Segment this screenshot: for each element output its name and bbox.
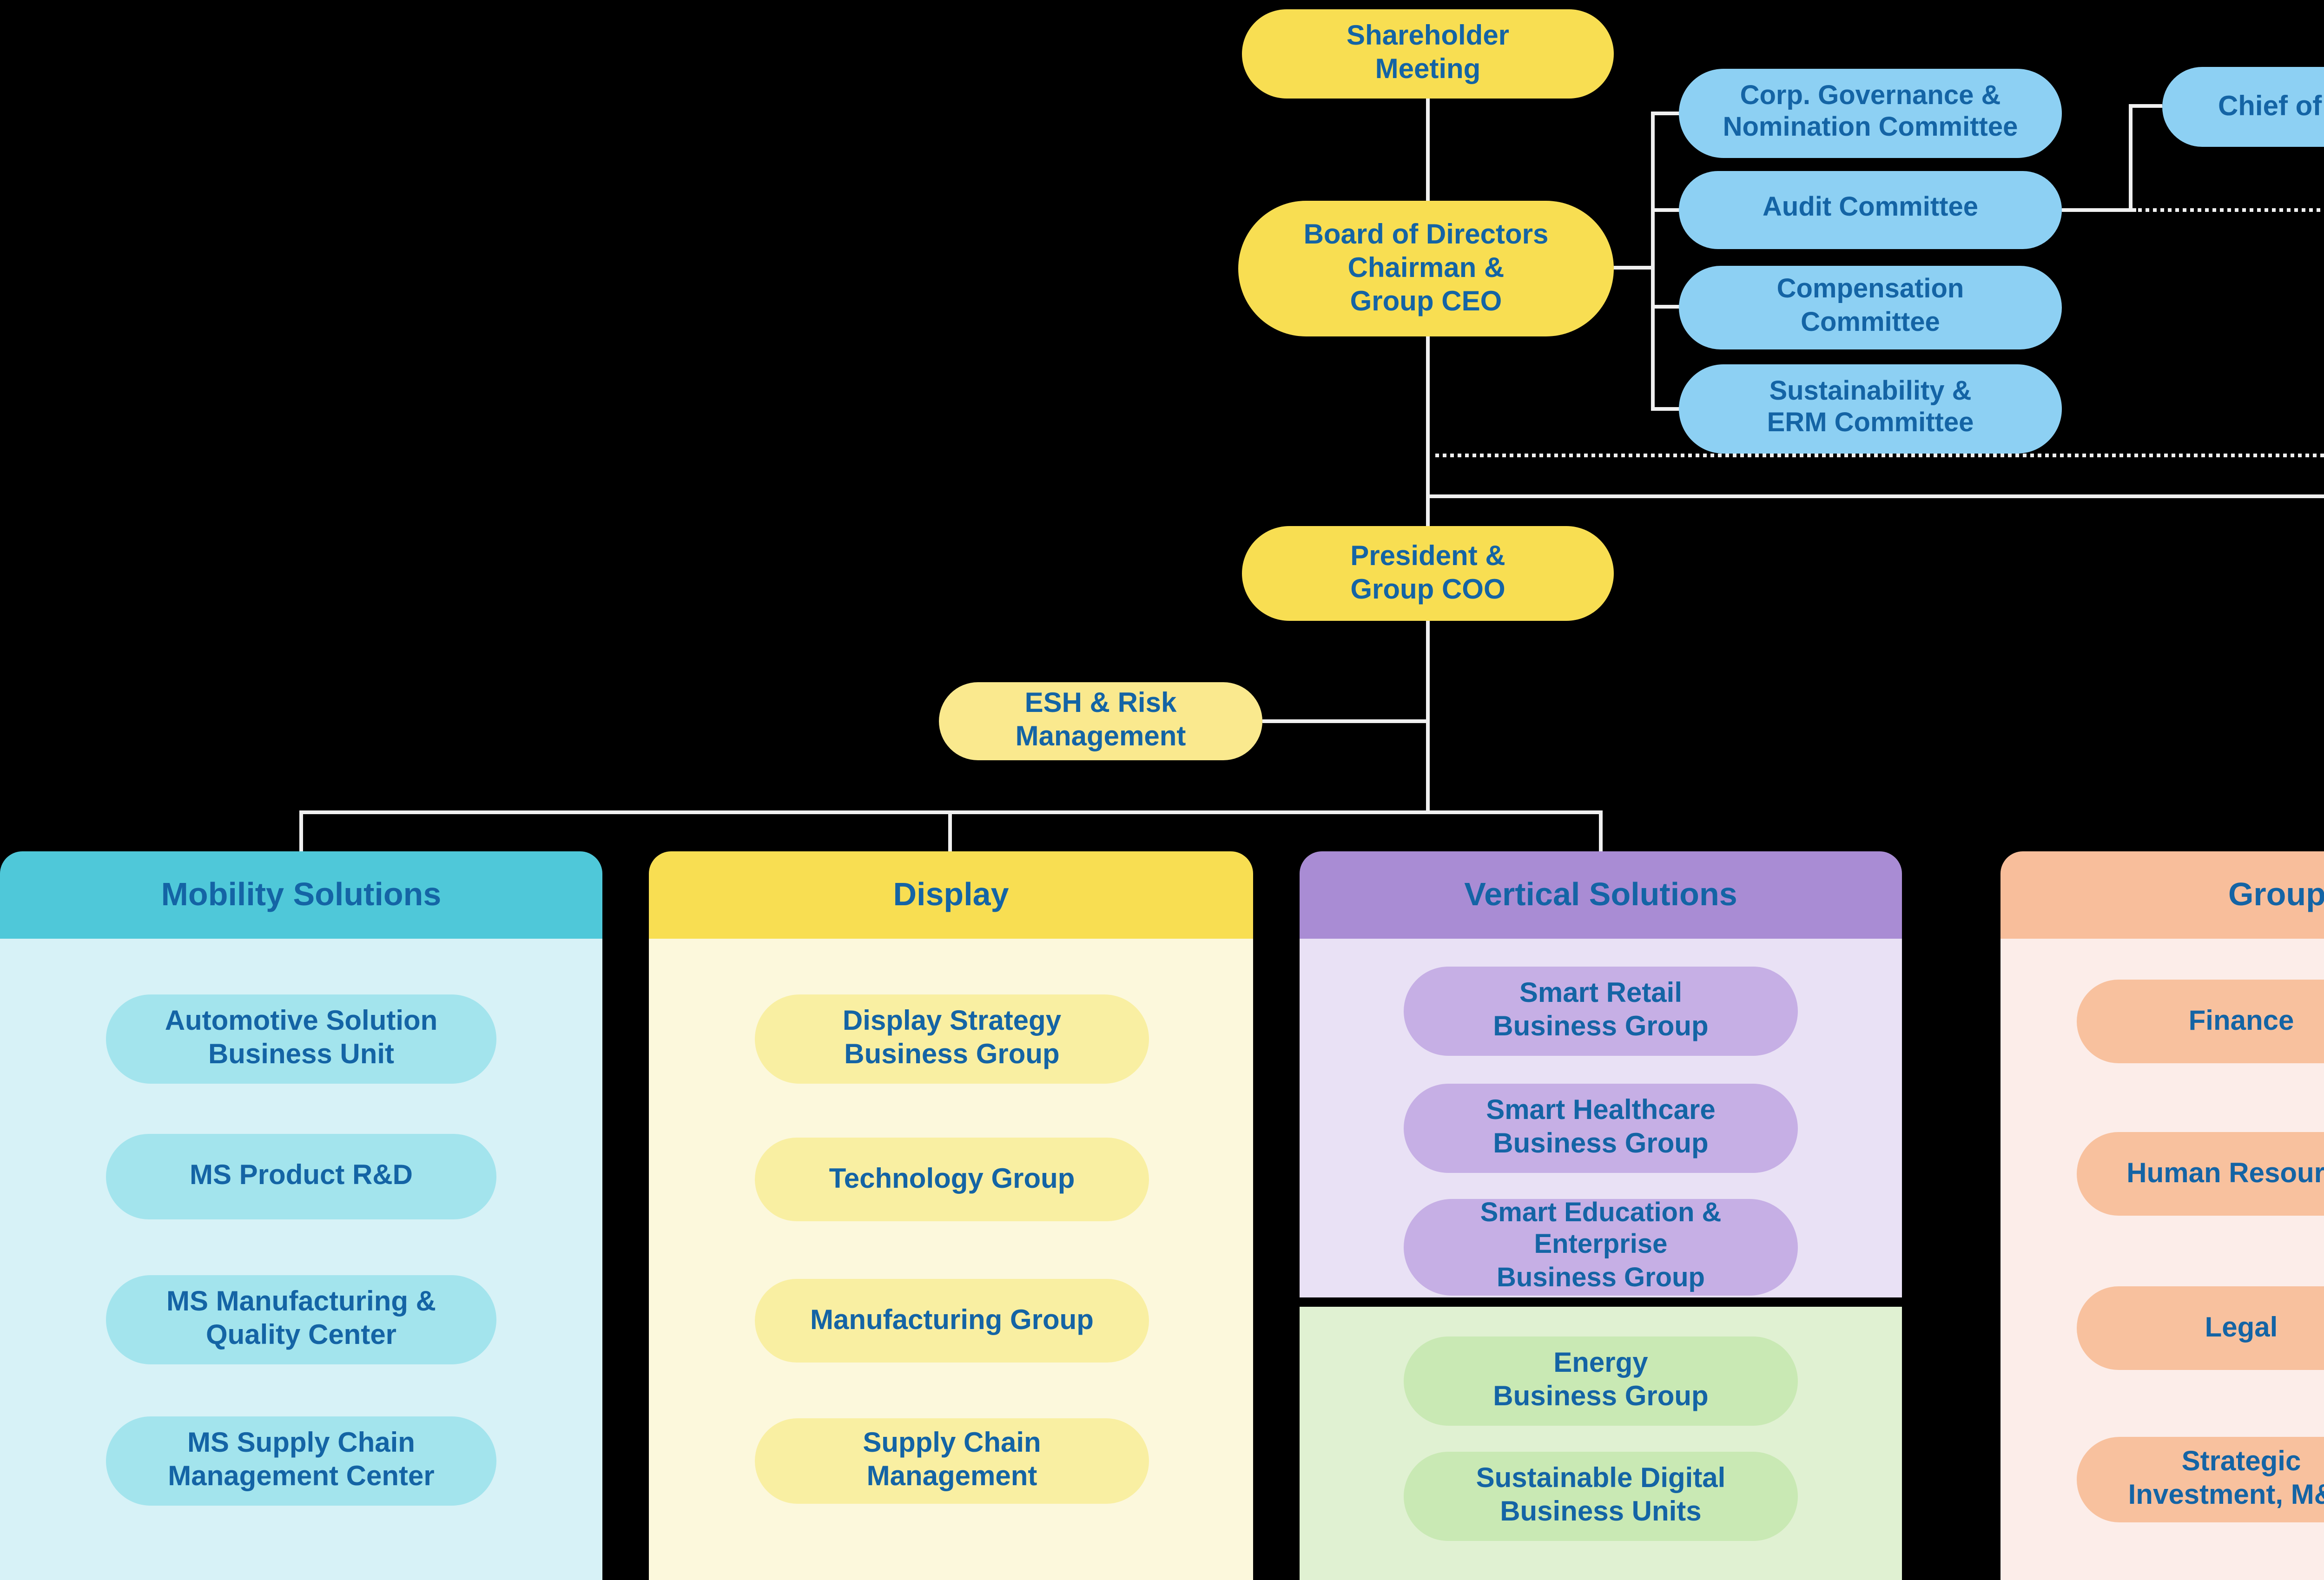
column-header-mobility-solutions: Mobility Solutions <box>0 851 602 939</box>
node-chief-of-compliance: Chief of Compliance <box>2162 67 2324 147</box>
connector-esh <box>1262 719 1426 723</box>
connector-audit-compliance-h1 <box>2062 208 2133 212</box>
org-unit-smart-healthcare: Smart Healthcare Business Group <box>1404 1084 1798 1173</box>
org-unit-smart-education-enterprise: Smart Education & Enterprise Business Gr… <box>1404 1199 1798 1296</box>
node-committee-sustainability-erm: Sustainability & ERM Committee <box>1679 364 2062 454</box>
org-unit-ms-product-rd: MS Product R&D <box>106 1134 496 1219</box>
node-committee-compensation: Compensation Committee <box>1679 266 2062 349</box>
org-unit-finance: Finance <box>2077 980 2324 1063</box>
connector-committee-bracket <box>1651 112 1655 411</box>
org-unit-energy-business-group: Energy Business Group <box>1404 1336 1798 1426</box>
dotted-compliance-horizontal <box>1426 454 2324 457</box>
connector-drop-mobility <box>299 810 303 851</box>
column-header-vertical-solutions: Vertical Solutions <box>1300 851 1902 939</box>
org-unit-ms-supply-chain: MS Supply Chain Management Center <box>106 1416 496 1506</box>
node-board-of-directors: Board of Directors Chairman & Group CEO <box>1238 201 1614 336</box>
org-unit-smart-retail: Smart Retail Business Group <box>1404 967 1798 1056</box>
node-committee-audit: Audit Committee <box>1679 171 2062 249</box>
connector-board-president <box>1426 336 1430 526</box>
org-unit-sustainable-digital: Sustainable Digital Business Units <box>1404 1452 1798 1541</box>
connector-president-bus <box>1426 621 1430 814</box>
connector-stub-compensation <box>1651 305 1681 309</box>
column-header-group-infrastructure-unit: Group Infrastructure Unit <box>2000 851 2324 939</box>
connector-stub-sustainability <box>1651 407 1681 411</box>
org-unit-strategic-investment-ma: Strategic Investment, M&A <box>2077 1437 2324 1522</box>
org-unit-display-strategy: Display Strategy Business Group <box>755 994 1149 1084</box>
column-header-display: Display <box>649 851 1253 939</box>
org-unit-automotive-solution: Automotive Solution Business Unit <box>106 994 496 1084</box>
connector-drop-vertical-solutions <box>1599 810 1603 851</box>
connector-audit-compliance-v <box>2129 104 2133 212</box>
connector-shareholder-board <box>1426 99 1430 201</box>
node-committee-corp-governance: Corp. Governance & Nomination Committee <box>1679 69 2062 158</box>
node-president-group-coo: President & Group COO <box>1242 526 1614 621</box>
connector-stub-corp-governance <box>1651 112 1681 115</box>
node-shareholder-meeting: Shareholder Meeting <box>1242 9 1614 99</box>
org-unit-supply-chain-management: Supply Chain Management <box>755 1418 1149 1504</box>
connector-board-committees <box>1614 266 1655 270</box>
connector-stub-audit <box>1651 208 1681 212</box>
org-unit-human-resource: Human Resource <box>2077 1132 2324 1216</box>
connector-audit-compliance-h2 <box>2129 104 2162 108</box>
org-unit-legal: Legal <box>2077 1286 2324 1370</box>
dotted-audit-auditing-h1 <box>2133 208 2324 212</box>
connector-branch-giu-horizontal <box>1426 494 2324 498</box>
node-esh-risk-management: ESH & Risk Management <box>939 682 1262 760</box>
org-unit-manufacturing-group: Manufacturing Group <box>755 1279 1149 1363</box>
org-unit-ms-manufacturing-quality: MS Manufacturing & Quality Center <box>106 1275 496 1364</box>
org-unit-technology-group: Technology Group <box>755 1138 1149 1221</box>
connector-drop-display <box>948 810 952 851</box>
